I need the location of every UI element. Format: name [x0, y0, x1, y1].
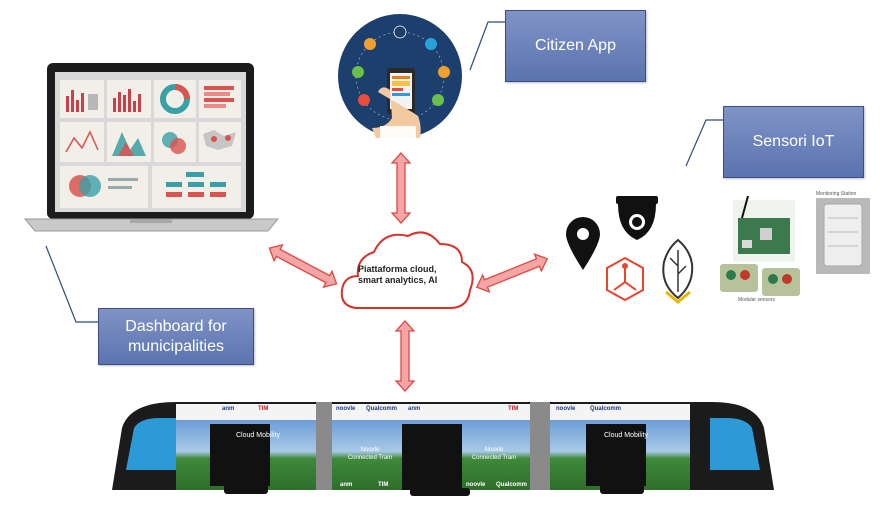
map-pin-icon	[566, 217, 600, 270]
tram-logo-noovle-2: noovle	[556, 406, 576, 412]
dashboard-label: Dashboard for municipalities	[125, 317, 227, 355]
dashboard-label-box: Dashboard for municipalities	[98, 308, 254, 365]
tram-logo-qualcomm-3: Qualcomm	[496, 482, 528, 488]
tram-logo-noovle-1: noovle	[336, 406, 356, 412]
sensori-iot-label-box: Sensori IoT	[723, 106, 864, 178]
tram-logo-qualcomm-2: Qualcomm	[590, 406, 622, 412]
citizen-app-illustration	[338, 14, 462, 138]
leaf-icon	[662, 238, 694, 304]
sensor-board-photo	[733, 195, 795, 262]
tram-logo-anm-3: anm	[340, 482, 353, 488]
cloud-platform-label: Piattaforma cloud, smart analytics, AI	[358, 264, 438, 285]
modular-sensors-photo	[720, 264, 800, 296]
laptop-dashboard	[23, 63, 280, 232]
tram-logo-anm-1: anm	[222, 406, 235, 412]
cloud-platform	[340, 231, 474, 309]
sensori-iot-label: Sensori IoT	[752, 133, 835, 150]
connector-lines	[45, 21, 723, 323]
network-hexagon-icon	[606, 256, 644, 302]
tram-banner-center-left: Noovle Connected Tram	[347, 447, 393, 461]
tram-logo-tim-2: TIM	[508, 406, 519, 412]
security-camera-icon	[616, 196, 658, 240]
tram-logo-tim-3: TIM	[378, 482, 389, 488]
tram-logo-anm-2: anm	[408, 406, 421, 412]
citizen-app-label-box: Citizen App	[505, 10, 646, 82]
tram-logo-noovle-3: noovle	[466, 482, 486, 488]
tram-banner-right: Cloud Mobility	[604, 432, 648, 439]
monitoring-station-caption: Monitoring Station	[816, 191, 857, 197]
modular-sensors-caption: Modular sensors	[738, 297, 775, 303]
tram-banner-left: Cloud Mobility	[236, 432, 280, 439]
tram-logo-qualcomm-1: Qualcomm	[366, 406, 398, 412]
tram-banner-center-right: Noovle Connected Tram	[471, 447, 517, 461]
monitoring-station-photo	[816, 198, 870, 274]
tram-illustration	[112, 402, 774, 496]
tram-logo-tim-1: TIM	[258, 406, 269, 412]
flow-arrows	[268, 152, 549, 392]
citizen-app-label: Citizen App	[535, 37, 616, 54]
